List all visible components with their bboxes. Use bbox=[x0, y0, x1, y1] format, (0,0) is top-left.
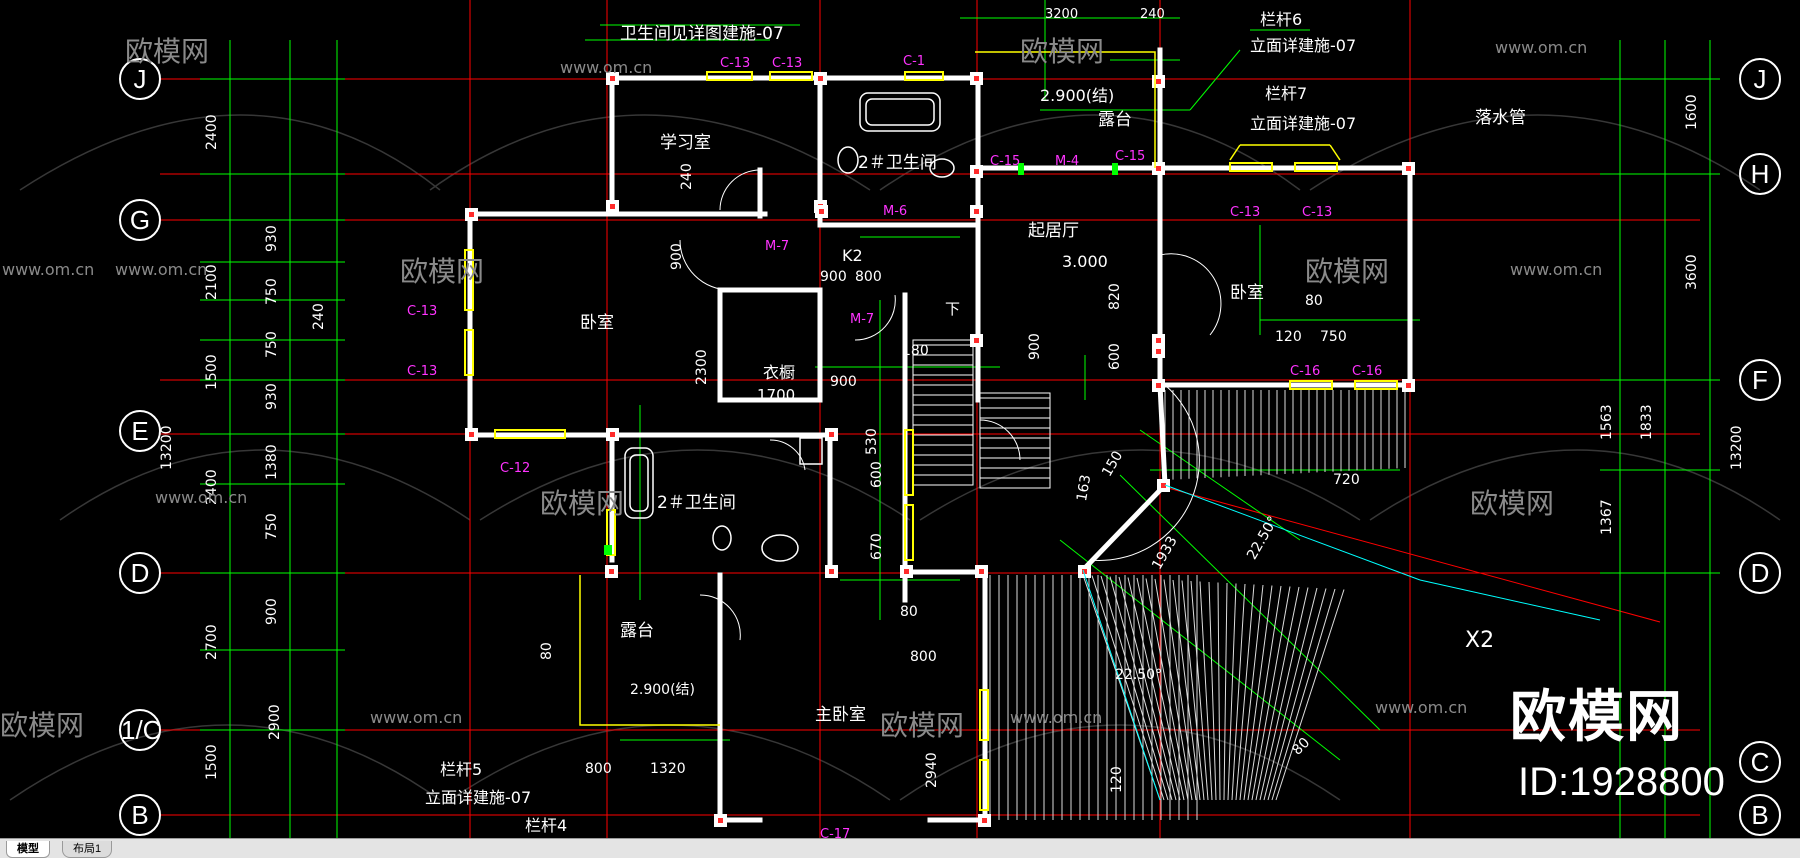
balcony-rails bbox=[579, 51, 1341, 726]
axis-bubble-right-f: F bbox=[1739, 359, 1781, 401]
wall-piers bbox=[465, 72, 1415, 827]
hatch-line bbox=[1259, 587, 1309, 801]
hatch-line bbox=[1267, 588, 1327, 801]
hatch-line bbox=[1190, 580, 1209, 801]
pier-core bbox=[982, 818, 987, 823]
hatch-line bbox=[1231, 583, 1246, 801]
hatch-line bbox=[1208, 581, 1217, 801]
axis-bubble-right-j: J bbox=[1739, 58, 1781, 100]
axis-bubble-d: D bbox=[119, 552, 161, 594]
axis-bubble-right-h: H bbox=[1739, 153, 1781, 195]
pier-core bbox=[610, 204, 615, 209]
axis-bubble-right-d: D bbox=[1739, 552, 1781, 594]
terrace-hatch bbox=[989, 390, 1406, 820]
axis-bubble-right-c: C bbox=[1739, 741, 1781, 783]
axis-bubble-j: J bbox=[119, 58, 161, 100]
hatch-line bbox=[1154, 578, 1193, 801]
hatch-line bbox=[1163, 579, 1197, 801]
pier-core bbox=[1161, 483, 1166, 488]
staircase bbox=[912, 339, 1051, 489]
pier-core bbox=[818, 76, 823, 81]
hatch-line bbox=[1217, 582, 1221, 801]
pier-core bbox=[1082, 569, 1087, 574]
pier-core bbox=[1156, 166, 1161, 171]
hatch-line bbox=[1247, 585, 1282, 801]
hatch-line bbox=[1136, 577, 1185, 801]
sanitary-fixtures bbox=[624, 92, 955, 562]
pier-core bbox=[819, 209, 824, 214]
axis-bubble-1c: 1/C bbox=[119, 709, 161, 751]
hatch-line bbox=[1181, 580, 1205, 801]
windows bbox=[464, 71, 1398, 811]
pier-core bbox=[904, 569, 909, 574]
hatch-line bbox=[1243, 585, 1273, 801]
pier-core bbox=[610, 432, 615, 437]
watermark-id: ID:1928800 bbox=[1518, 760, 1725, 804]
axis-bubble-e: E bbox=[119, 410, 161, 452]
cyan-lines bbox=[1082, 484, 1601, 801]
pier-core bbox=[1156, 349, 1161, 354]
hatch-line bbox=[1263, 587, 1318, 801]
pier-core bbox=[1156, 79, 1161, 84]
pier-core bbox=[609, 569, 614, 574]
hatch-line bbox=[1227, 583, 1237, 801]
tab-layout1[interactable]: 布局1 bbox=[62, 841, 113, 858]
layout-tab-bar: 模型 布局1 bbox=[0, 838, 1800, 858]
pier-core bbox=[1156, 383, 1161, 388]
hatch-line bbox=[1172, 579, 1201, 801]
pier-core bbox=[469, 432, 474, 437]
pier-core bbox=[974, 169, 979, 174]
hatch-line bbox=[1235, 584, 1255, 801]
axis-bubble-right-b: B bbox=[1739, 794, 1781, 836]
pier-core bbox=[974, 338, 979, 343]
pier-core bbox=[1406, 383, 1411, 388]
tab-model[interactable]: 模型 bbox=[6, 841, 50, 858]
pier-core bbox=[469, 212, 474, 217]
hatch-line bbox=[1091, 575, 1165, 801]
hatch-line bbox=[1271, 588, 1336, 801]
hatch-line bbox=[1199, 581, 1213, 801]
canvas-background bbox=[0, 0, 1800, 838]
hatch-line bbox=[1239, 584, 1264, 801]
pier-core bbox=[974, 209, 979, 214]
pier-core bbox=[1406, 166, 1411, 171]
pier-core bbox=[979, 569, 984, 574]
hatch-line bbox=[1109, 576, 1173, 801]
hatch-line bbox=[1100, 575, 1169, 801]
pier-core bbox=[829, 569, 834, 574]
pier-core bbox=[974, 76, 979, 81]
green-window-inserts bbox=[604, 163, 1118, 555]
watermark-brand-large: 欧模网 bbox=[1510, 685, 1684, 748]
hatch-line bbox=[1118, 576, 1177, 801]
door-swings bbox=[679, 169, 1222, 641]
floor-plan-drawing[interactable] bbox=[0, 0, 1800, 838]
pier-core bbox=[829, 432, 834, 437]
pier-core bbox=[1156, 338, 1161, 343]
hatch-line bbox=[1223, 582, 1228, 801]
hatch-line bbox=[1275, 589, 1345, 801]
axis-bubble-g: G bbox=[119, 199, 161, 241]
hatch-line bbox=[1145, 578, 1189, 801]
pier-core bbox=[610, 76, 615, 81]
hatch-line bbox=[1127, 577, 1181, 801]
hatch-line bbox=[1255, 586, 1300, 801]
axis-bubble-b: B bbox=[119, 794, 161, 836]
pier-core bbox=[718, 818, 723, 823]
hatch-line bbox=[1251, 586, 1291, 801]
